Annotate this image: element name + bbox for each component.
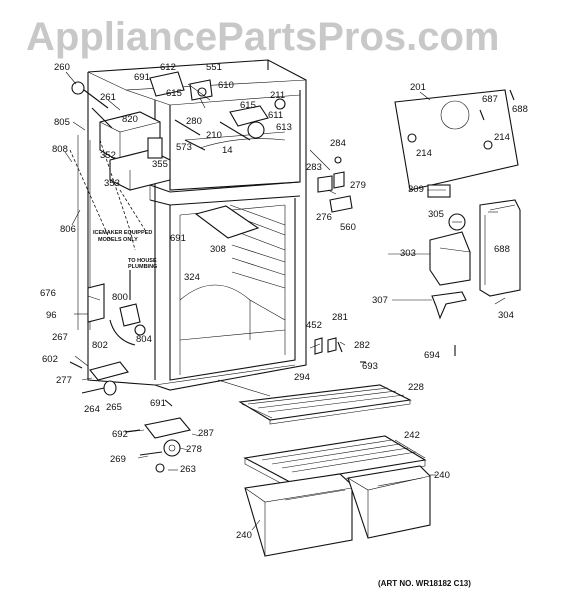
part-label-214a: 214: [416, 148, 432, 159]
note-plumbing-line2: PLUMBING: [128, 264, 157, 270]
water-valve-assembly: TO HOUSE PLUMBING: [87, 258, 157, 346]
cabinet-shelf-308: [194, 205, 260, 239]
part-label-228: 228: [408, 382, 424, 393]
part-label-688b: 688: [494, 244, 510, 255]
part-label-265: 265: [106, 402, 122, 413]
crisper-drawer-left: [244, 473, 353, 557]
leveling-parts: [69, 361, 129, 396]
part-label-808: 808: [52, 144, 68, 155]
crisper-cover-242: [243, 435, 427, 489]
control-housing-303: [429, 231, 471, 286]
brackets-452-282: [314, 337, 337, 355]
watermark: AppliancePartsPros.com: [26, 15, 500, 59]
part-label-210: 210: [206, 130, 222, 141]
part-label-280: 280: [186, 116, 202, 127]
part-label-560: 560: [340, 222, 356, 233]
evaporator-cover: [394, 89, 519, 191]
part-label-263: 263: [180, 464, 196, 475]
part-label-267: 267: [52, 332, 68, 343]
part-label-573: 573: [176, 142, 192, 153]
shelf-228: [238, 384, 412, 425]
part-label-692: 692: [112, 429, 128, 440]
art-number: (ART NO. WR18182 C13): [378, 579, 471, 588]
part-label-805: 805: [54, 117, 70, 128]
control-parts: [149, 71, 286, 151]
light-housing-304: [479, 199, 521, 297]
part-label-277: 277: [56, 375, 72, 386]
part-label-602: 602: [42, 354, 58, 365]
part-label-309: 309: [408, 184, 424, 195]
part-label-304: 304: [498, 310, 514, 321]
part-label-800: 800: [112, 292, 128, 303]
part-label-279: 279: [350, 180, 366, 191]
cabinet: [87, 59, 307, 391]
control-knob-305: [448, 213, 466, 231]
part-label-324: 324: [184, 272, 200, 283]
part-label-269: 269: [110, 454, 126, 465]
part-label-691c: 691: [150, 398, 166, 409]
note-plumbing-line1: TO HOUSE: [128, 258, 157, 264]
part-label-287: 287: [198, 428, 214, 439]
part-label-611: 611: [268, 110, 283, 121]
part-label-14: 14: [222, 145, 233, 156]
part-label-691b: 691: [170, 233, 186, 244]
icemaker-assembly: [71, 81, 171, 191]
part-label-691a: 691: [134, 72, 150, 83]
part-label-353: 353: [104, 178, 120, 189]
part-label-820: 820: [122, 114, 138, 125]
part-label-294: 294: [294, 372, 310, 383]
part-label-261: 261: [100, 92, 116, 103]
crisper-drawer-right: [347, 465, 431, 539]
part-label-452: 452: [306, 320, 322, 331]
part-label-242: 242: [404, 430, 420, 441]
part-label-240a: 240: [236, 530, 252, 541]
part-label-806: 806: [60, 224, 76, 235]
part-label-281: 281: [332, 312, 348, 323]
note-icemaker-line1: ICEMAKER EQUIPPED: [93, 230, 152, 236]
part-label-282: 282: [354, 340, 370, 351]
part-label-687: 687: [482, 94, 498, 105]
part-label-96: 96: [46, 310, 57, 321]
part-label-804: 804: [136, 334, 152, 345]
label-plate-309: [427, 184, 451, 198]
part-label-613: 613: [276, 122, 292, 133]
part-label-612: 612: [160, 62, 176, 73]
part-label-283: 283: [306, 162, 322, 173]
part-label-615a: 615: [166, 88, 182, 99]
part-label-610: 610: [218, 80, 234, 91]
part-label-802: 802: [92, 340, 108, 351]
leader-lines: [64, 71, 506, 531]
part-labels: 260 261 805 808 806 820 352 353 355 691 612 615 551 6…: [40, 62, 528, 541]
part-label-284: 284: [330, 138, 346, 149]
part-label-264: 264: [84, 404, 100, 415]
part-label-276: 276: [316, 212, 332, 223]
part-label-260: 260: [54, 62, 70, 73]
small-screws: [337, 341, 456, 363]
part-label-693: 693: [362, 361, 378, 372]
note-icemaker-line2: MODELS ONLY: [98, 237, 138, 243]
part-label-307: 307: [372, 295, 388, 306]
bottom-hinge-parts: [124, 399, 191, 473]
part-label-352: 352: [100, 150, 116, 161]
part-label-355: 355: [152, 159, 168, 170]
part-label-211: 211: [270, 90, 285, 101]
part-label-214b: 214: [494, 132, 510, 143]
damper-parts: [317, 156, 353, 213]
bracket-307: [431, 291, 467, 320]
part-label-694: 694: [424, 350, 440, 361]
part-label-303: 303: [400, 248, 416, 259]
part-label-201: 201: [410, 82, 426, 93]
part-label-688a: 688: [512, 104, 528, 115]
icemaker-note: ICEMAKER EQUIPPED MODELS ONLY: [93, 230, 152, 243]
part-label-676: 676: [40, 288, 56, 299]
part-label-240b: 240: [434, 470, 450, 481]
part-label-305: 305: [428, 209, 444, 220]
part-label-551: 551: [206, 62, 222, 73]
part-label-278: 278: [186, 444, 202, 455]
part-label-308: 308: [210, 244, 226, 255]
part-label-615b: 615: [240, 100, 256, 111]
